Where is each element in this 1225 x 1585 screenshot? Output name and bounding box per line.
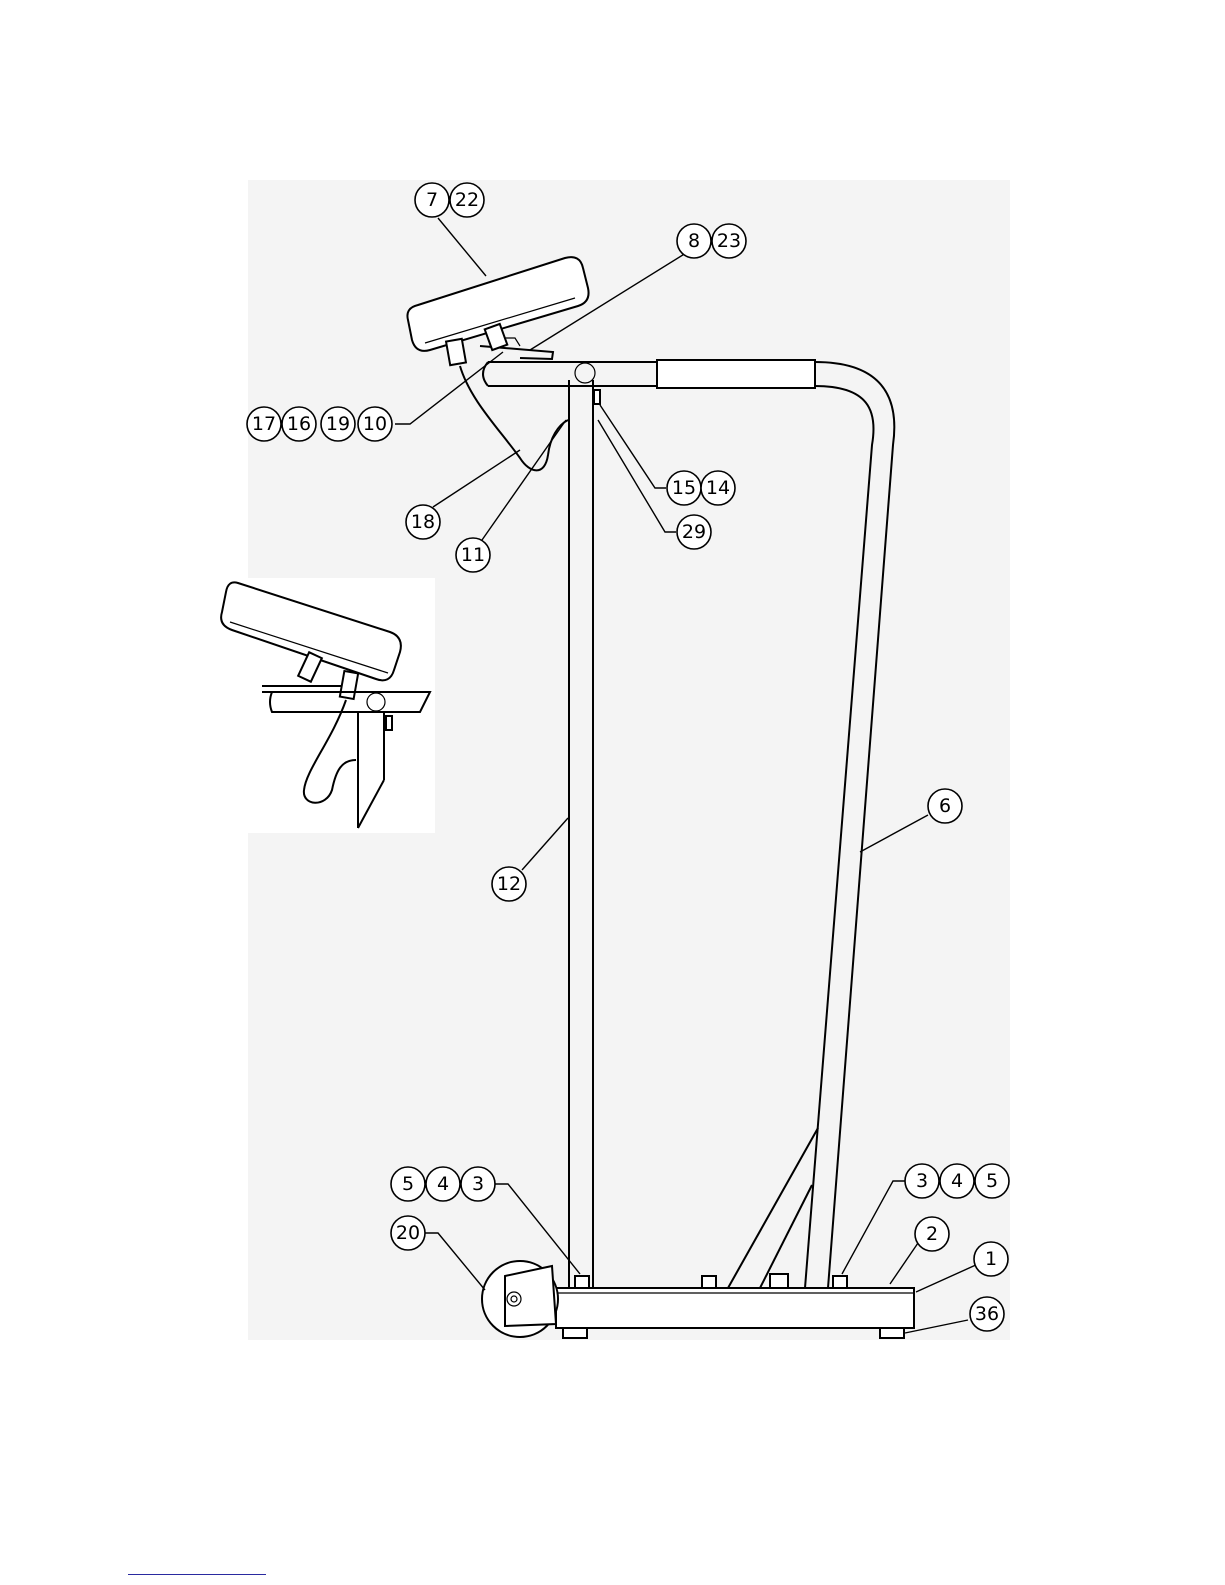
balloon-2: 2 <box>915 1217 949 1251</box>
balloon-20: 20 <box>391 1216 425 1250</box>
balloon-23: 23 <box>712 224 746 258</box>
svg-text:4: 4 <box>437 1173 449 1195</box>
balloon-4-left: 4 <box>426 1167 460 1201</box>
svg-text:36: 36 <box>975 1303 999 1325</box>
svg-text:23: 23 <box>717 230 741 252</box>
svg-text:15: 15 <box>672 477 696 499</box>
balloon-3-left: 3 <box>461 1167 495 1201</box>
svg-text:20: 20 <box>396 1222 420 1244</box>
balloon-36: 36 <box>970 1297 1004 1331</box>
balloon-11: 11 <box>456 538 490 572</box>
balloon-12: 12 <box>492 867 526 901</box>
svg-text:10: 10 <box>363 413 387 435</box>
balloon-1: 1 <box>974 1242 1008 1276</box>
svg-text:6: 6 <box>939 795 951 817</box>
svg-text:2: 2 <box>926 1223 938 1245</box>
knob-bolt <box>594 390 600 404</box>
balloon-8: 8 <box>677 224 711 258</box>
svg-text:5: 5 <box>986 1170 998 1192</box>
balloon-5-right: 5 <box>975 1164 1009 1198</box>
balloon-3-right: 3 <box>905 1164 939 1198</box>
balloon-29: 29 <box>677 515 711 549</box>
svg-text:3: 3 <box>916 1170 928 1192</box>
svg-text:7: 7 <box>426 189 438 211</box>
base-frame <box>556 1288 914 1328</box>
balloon-6: 6 <box>928 789 962 823</box>
svg-text:18: 18 <box>411 511 435 533</box>
wheel <box>482 1261 558 1337</box>
handle-grip <box>657 360 815 388</box>
footer-link-underline[interactable] <box>128 1574 266 1575</box>
svg-text:11: 11 <box>461 544 485 566</box>
svg-text:3: 3 <box>472 1173 484 1195</box>
svg-text:14: 14 <box>706 477 730 499</box>
svg-text:12: 12 <box>497 873 521 895</box>
svg-text:8: 8 <box>688 230 700 252</box>
balloon-22: 22 <box>450 183 484 217</box>
balloon-14: 14 <box>701 471 735 505</box>
balloon-5-left: 5 <box>391 1167 425 1201</box>
svg-text:17: 17 <box>252 413 276 435</box>
balloon-19: 19 <box>321 407 355 441</box>
svg-text:22: 22 <box>455 189 479 211</box>
balloon-15: 15 <box>667 471 701 505</box>
balloon-18: 18 <box>406 505 440 539</box>
svg-text:1: 1 <box>985 1248 997 1270</box>
svg-text:29: 29 <box>682 521 706 543</box>
balloon-10: 10 <box>358 407 392 441</box>
svg-text:16: 16 <box>287 413 311 435</box>
balloon-17: 17 <box>247 407 281 441</box>
balloon-4-right: 4 <box>940 1164 974 1198</box>
balloon-16: 16 <box>282 407 316 441</box>
svg-text:19: 19 <box>326 413 350 435</box>
svg-text:5: 5 <box>402 1173 414 1195</box>
balloon-7: 7 <box>415 183 449 217</box>
svg-text:4: 4 <box>951 1170 963 1192</box>
